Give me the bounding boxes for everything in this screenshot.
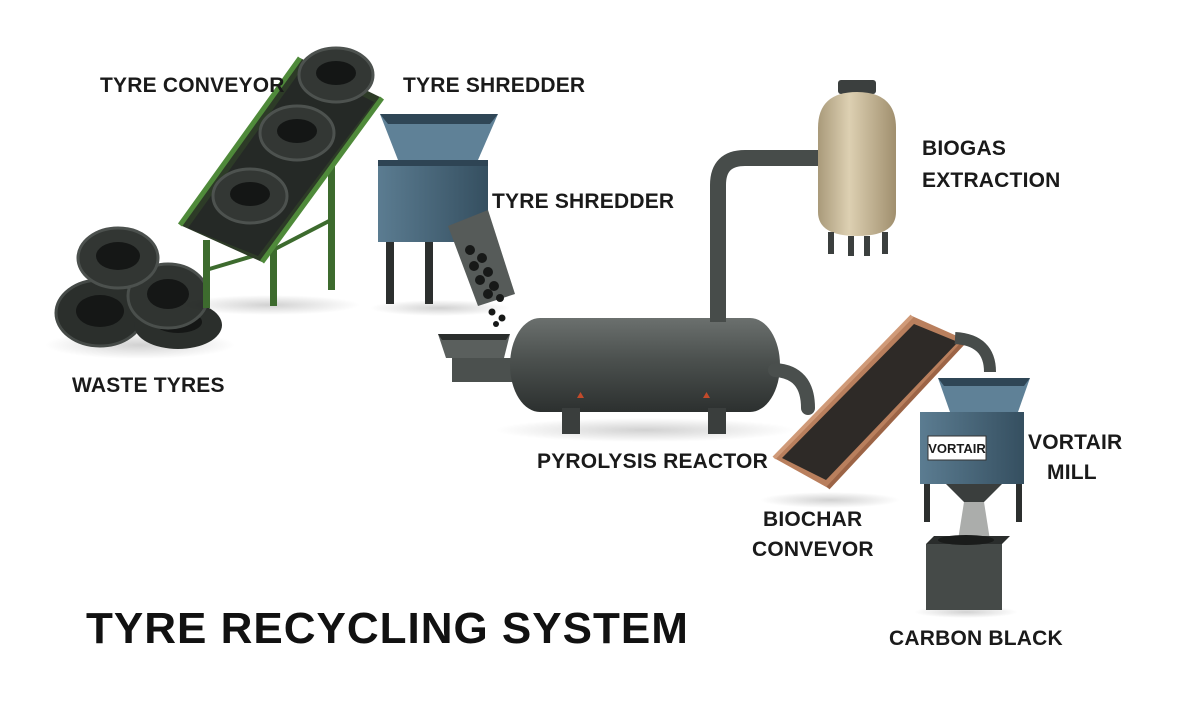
tyre-shredder xyxy=(370,114,515,327)
tyre-icon xyxy=(297,46,375,104)
label-vortair-line2: MILL xyxy=(1047,461,1097,484)
label-waste-tyres: WASTE TYRES xyxy=(72,374,225,397)
label-tyre-conveyor: TYRE CONVEYOR xyxy=(100,74,285,97)
label-biochar-line2: CONVEVOR xyxy=(752,538,874,561)
pyrolysis-reactor xyxy=(438,318,815,442)
warning-icon xyxy=(577,392,584,398)
biochar-conveyor xyxy=(760,314,996,508)
carbon-black-bin xyxy=(914,535,1018,618)
waste-tyres-pile xyxy=(45,226,235,359)
label-biochar-line1: BIOCHAR xyxy=(763,508,863,531)
tyre-icon xyxy=(76,226,160,290)
vortair-mill: VORTAIR xyxy=(920,378,1030,540)
mill-nameplate: VORTAIR xyxy=(928,441,986,456)
label-biogas-line1: BIOGAS xyxy=(922,137,1007,160)
label-biogas-line2: EXTRACTION xyxy=(922,169,1061,192)
label-pyrolysis-reactor: PYROLYSIS REACTOR xyxy=(537,450,768,473)
label-vortair-line1: VORTAIR xyxy=(1028,431,1123,454)
tyre-conveyor xyxy=(177,46,385,315)
label-tyre-shredder-side: TYRE SHREDDER xyxy=(492,190,675,213)
warning-icon xyxy=(703,392,710,398)
tyre-icon xyxy=(258,104,336,162)
page-title: TYRE RECYCLING SYSTEM xyxy=(86,604,689,653)
biogas-extraction-tank xyxy=(710,80,896,322)
label-tyre-shredder-top: TYRE SHREDDER xyxy=(403,74,586,97)
tyre-icon xyxy=(211,167,289,225)
label-carbon-black: CARBON BLACK xyxy=(889,627,1063,650)
